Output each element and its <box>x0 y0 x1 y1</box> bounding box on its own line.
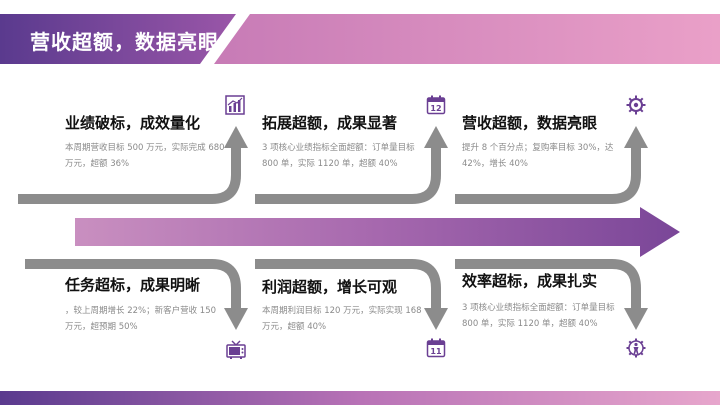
tv-icon <box>226 340 246 359</box>
branch-arrowhead-2 <box>424 126 448 148</box>
card-title-1: 业绩破标，成效量化 <box>65 114 201 132</box>
branch-arrow-4 <box>25 259 241 310</box>
branch-arrowhead-5 <box>424 308 448 330</box>
card-body-1: 本周期营收目标 500 万元，实际完成 680 万元，超额 36% <box>65 143 225 169</box>
branch-arrow-5 <box>255 259 441 310</box>
branch-arrowhead-1 <box>224 126 248 148</box>
calendar-icon-text: 11 <box>430 347 442 356</box>
header-banner <box>0 14 720 64</box>
calendar-icon: 12 <box>426 95 446 115</box>
bottom-branch-arrows <box>25 259 641 310</box>
card-body-5: 本周期利润目标 120 万元，实际实现 168 万元，超额 40% <box>262 306 422 332</box>
branch-arrow-2 <box>255 146 441 204</box>
bar-chart-icon <box>225 95 245 115</box>
calendar-icon-text: 12 <box>430 104 441 113</box>
branch-arrow-3 <box>455 146 641 204</box>
slide-title: 营收超额，数据亮眼 <box>30 30 219 54</box>
card-title-5: 利润超额，增长可观 <box>262 278 398 296</box>
main-spine-arrow <box>75 207 680 257</box>
branch-arrow-6 <box>455 259 641 310</box>
bottom-bar <box>0 391 720 405</box>
card-title-4: 任务超标，成果明晰 <box>65 276 201 294</box>
card-title-3: 营收超额，数据亮眼 <box>462 114 598 132</box>
top-branch-arrows <box>18 146 641 204</box>
gear-icon <box>626 95 646 115</box>
branch-arrowhead-4 <box>224 308 248 330</box>
card-body-4: ，较上周期增长 22%；新客户营收 150 万元，超预期 50% <box>65 306 217 332</box>
card-body-3: 提升 8 个百分点；复购率目标 30%，达 42%，增长 40% <box>462 143 614 169</box>
card-title-6: 效率超标，成果扎实 <box>462 272 598 290</box>
person-gear-icon <box>626 338 646 358</box>
branch-arrowhead-6 <box>624 308 648 330</box>
calendar-icon: 11 <box>426 338 446 358</box>
branch-arrowhead-3 <box>624 126 648 148</box>
card-title-2: 拓展超额，成果显著 <box>262 114 398 132</box>
card-body-6: 3 项核心业绩指标全面超额：订单量目标 800 单，实际 1120 单，超额 4… <box>462 303 615 329</box>
card-body-2: 3 项核心业绩指标全面超额：订单量目标 800 单，实际 1120 单，超额 4… <box>262 143 415 169</box>
branch-arrow-1 <box>18 146 241 204</box>
bottom-branch-arrowheads <box>224 308 648 330</box>
top-branch-arrowheads <box>224 126 648 148</box>
